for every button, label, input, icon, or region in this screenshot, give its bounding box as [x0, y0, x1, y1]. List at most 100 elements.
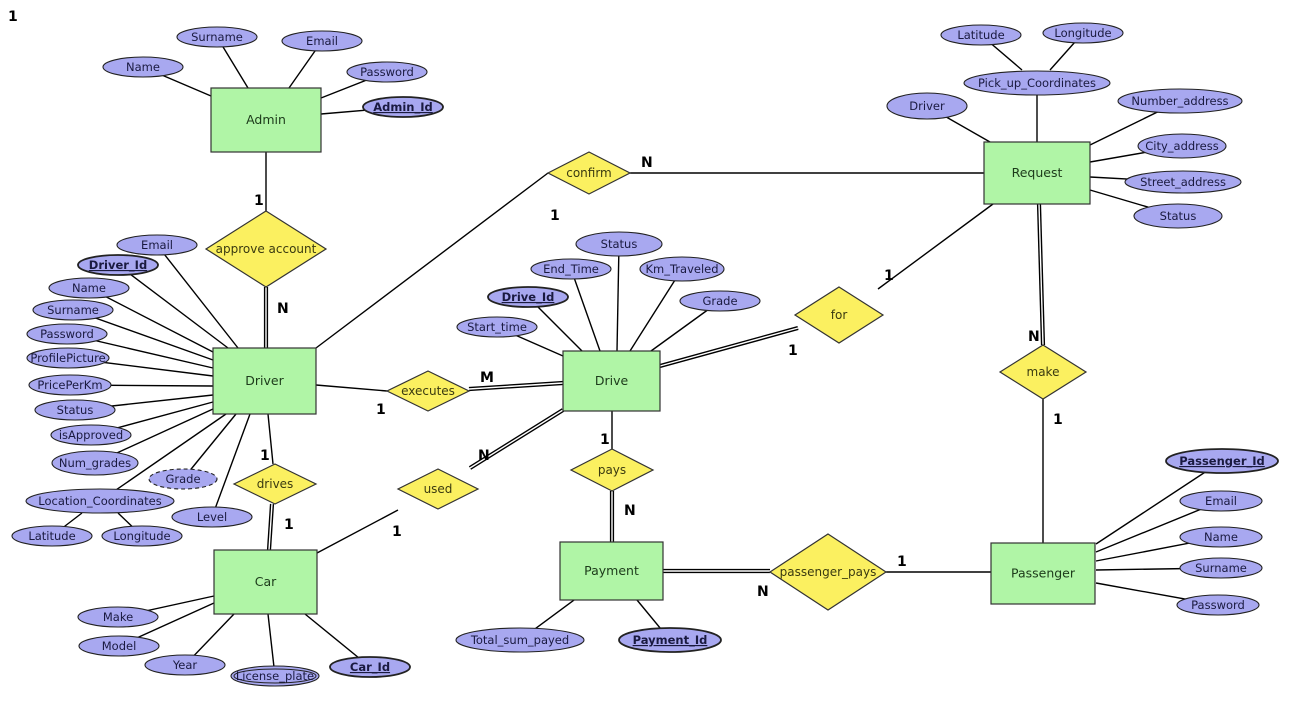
attribute-ellipse[interactable]: [11, 525, 93, 547]
attribute-driver-loc-lon[interactable]: Longitude: [101, 525, 183, 547]
attribute-admin-name[interactable]: Name: [102, 56, 184, 78]
relationship-confirm[interactable]: confirm: [546, 151, 632, 195]
attribute-car-license[interactable]: License_plate: [230, 665, 320, 687]
attribute-req-pickup[interactable]: Pick_up_Coordinates: [963, 70, 1111, 96]
entity-box[interactable]: [559, 541, 664, 601]
attribute-admin-surname[interactable]: Surname: [176, 26, 258, 48]
attribute-ellipse[interactable]: [144, 654, 226, 676]
attribute-ellipse[interactable]: [456, 316, 538, 338]
attribute-admin-password[interactable]: Password: [346, 61, 428, 83]
attribute-ellipse[interactable]: [1165, 448, 1279, 474]
relationship-diamond[interactable]: [232, 463, 318, 505]
attribute-ellipse[interactable]: [1124, 170, 1242, 194]
attribute-req-street-address[interactable]: Street_address: [1124, 170, 1242, 194]
attribute-driver-priceperkm[interactable]: PricePerKm: [28, 374, 112, 396]
attribute-driver-isapproved[interactable]: isApproved: [50, 424, 132, 446]
attribute-ellipse[interactable]: [25, 488, 175, 514]
attribute-admin-email[interactable]: Email: [281, 30, 363, 52]
attribute-ellipse[interactable]: [1117, 88, 1243, 114]
entity-box[interactable]: [983, 141, 1091, 205]
attribute-car-year[interactable]: Year: [144, 654, 226, 676]
attribute-admin-id[interactable]: Admin_Id: [362, 96, 444, 118]
attribute-ellipse[interactable]: [102, 56, 184, 78]
attribute-req-status[interactable]: Status: [1133, 203, 1223, 229]
attribute-driver-id[interactable]: Driver_Id: [77, 254, 159, 276]
attribute-passenger-surname[interactable]: Surname: [1179, 557, 1263, 579]
relationship-diamond[interactable]: [204, 210, 328, 288]
attribute-ellipse[interactable]: [487, 286, 569, 308]
attribute-ellipse[interactable]: [1179, 526, 1263, 548]
attribute-ellipse[interactable]: [575, 231, 663, 257]
attribute-ellipse[interactable]: [101, 525, 183, 547]
attribute-ellipse[interactable]: [679, 290, 761, 312]
attribute-ellipse[interactable]: [618, 627, 722, 653]
attribute-ellipse[interactable]: [116, 234, 198, 256]
attribute-ellipse[interactable]: [1176, 594, 1260, 616]
relationship-diamond[interactable]: [793, 286, 885, 344]
attribute-ellipse[interactable]: [77, 254, 159, 276]
attribute-ellipse[interactable]: [639, 256, 725, 282]
relationship-make[interactable]: make: [998, 344, 1088, 400]
attribute-ellipse[interactable]: [176, 26, 258, 48]
relationship-drives[interactable]: drives: [232, 463, 318, 505]
relationship-diamond[interactable]: [569, 448, 655, 492]
entity-box[interactable]: [213, 549, 318, 615]
entity-driver[interactable]: Driver: [212, 347, 317, 415]
relationship-for[interactable]: for: [793, 286, 885, 344]
attribute-driver-num-grades[interactable]: Num_grades: [51, 450, 139, 476]
attribute-passenger-email[interactable]: Email: [1179, 490, 1263, 512]
entity-payment[interactable]: Payment: [559, 541, 664, 601]
attribute-car-make[interactable]: Make: [77, 606, 159, 628]
entity-box[interactable]: [562, 350, 661, 412]
attribute-ellipse[interactable]: [78, 635, 160, 657]
attribute-ellipse[interactable]: [940, 24, 1022, 46]
attribute-driver-email[interactable]: Email: [116, 234, 198, 256]
attribute-driver-grade[interactable]: Grade: [148, 468, 218, 490]
attribute-ellipse[interactable]: [1179, 557, 1263, 579]
attribute-drive-end-time[interactable]: End_Time: [530, 258, 612, 280]
attribute-ellipse[interactable]: [26, 347, 110, 369]
attribute-ellipse[interactable]: [346, 61, 428, 83]
relationship-passenger-pays[interactable]: passenger_pays: [768, 533, 888, 611]
attribute-driver-password[interactable]: Password: [26, 323, 108, 345]
attribute-driver-surname[interactable]: Surname: [32, 299, 114, 321]
attribute-ellipse[interactable]: [963, 70, 1111, 96]
attribute-ellipse[interactable]: [886, 92, 968, 120]
attribute-driver-status[interactable]: Status: [34, 399, 116, 421]
attribute-req-city-address[interactable]: City_address: [1137, 133, 1227, 159]
attribute-req-driver[interactable]: Driver: [886, 92, 968, 120]
relationship-executes[interactable]: executes: [385, 370, 471, 412]
attribute-driver-name[interactable]: Name: [48, 277, 130, 299]
entity-drive[interactable]: Drive: [562, 350, 661, 412]
relationship-pays[interactable]: pays: [569, 448, 655, 492]
attribute-ellipse[interactable]: [34, 399, 116, 421]
attribute-ellipse[interactable]: [171, 506, 253, 528]
attribute-ellipse[interactable]: [1179, 490, 1263, 512]
attribute-ellipse[interactable]: [530, 258, 612, 280]
entity-box[interactable]: [990, 542, 1096, 605]
attribute-car-model[interactable]: Model: [78, 635, 160, 657]
entity-passenger[interactable]: Passenger: [990, 542, 1096, 605]
attribute-passenger-password[interactable]: Password: [1176, 594, 1260, 616]
entity-box[interactable]: [210, 87, 322, 153]
relationship-approve-account[interactable]: approve account: [204, 210, 328, 288]
attribute-ellipse[interactable]: [77, 606, 159, 628]
entity-box[interactable]: [212, 347, 317, 415]
attribute-driver-level[interactable]: Level: [171, 506, 253, 528]
attribute-drive-id[interactable]: Drive_Id: [487, 286, 569, 308]
attribute-ellipse[interactable]: [1133, 203, 1223, 229]
attribute-req-longitude[interactable]: Longitude: [1042, 22, 1124, 44]
relationship-diamond[interactable]: [768, 533, 888, 611]
relationship-diamond[interactable]: [546, 151, 632, 195]
attribute-ellipse[interactable]: [48, 277, 130, 299]
attribute-ellipse[interactable]: [1137, 133, 1227, 159]
attribute-ellipse[interactable]: [362, 96, 444, 118]
relationship-used[interactable]: used: [396, 468, 480, 510]
attribute-passenger-id[interactable]: Passenger_Id: [1165, 448, 1279, 474]
attribute-driver-loc-lat[interactable]: Latitude: [11, 525, 93, 547]
attribute-ellipse[interactable]: [455, 627, 585, 653]
attribute-payment-total[interactable]: Total_sum_payed: [455, 627, 585, 653]
entity-admin[interactable]: Admin: [210, 87, 322, 153]
relationship-diamond[interactable]: [385, 370, 471, 412]
attribute-driver-location[interactable]: Location_Coordinates: [25, 488, 175, 514]
